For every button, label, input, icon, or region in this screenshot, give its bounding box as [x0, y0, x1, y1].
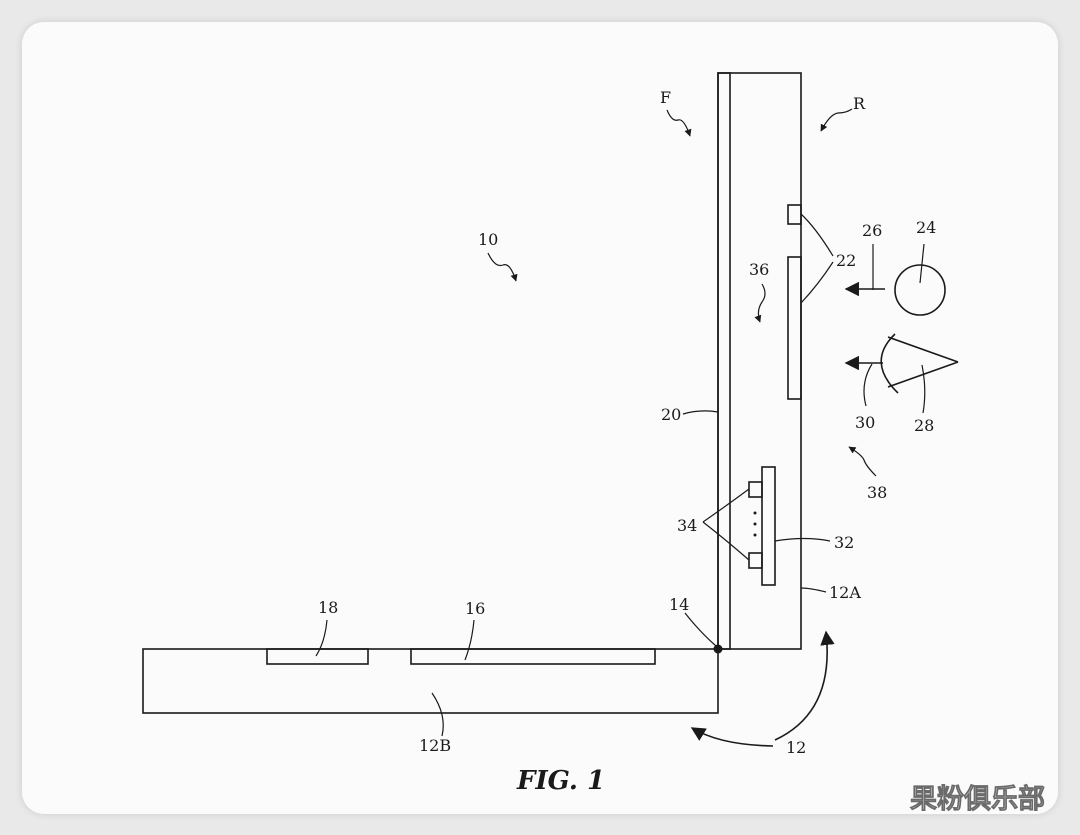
component-18	[266, 648, 369, 665]
pointer-R	[820, 108, 853, 132]
leader-12A	[800, 587, 827, 593]
fold-arrow-left	[690, 727, 774, 747]
leader-32	[774, 537, 831, 542]
sensor-large	[787, 256, 802, 400]
label-26: 26	[862, 221, 882, 240]
leader-24	[919, 243, 925, 284]
leader-16	[464, 619, 475, 661]
pointer-F	[666, 109, 692, 137]
leader-22b	[800, 261, 834, 304]
label-18: 18	[318, 598, 338, 617]
leader-30	[863, 363, 873, 407]
label-10: 10	[478, 230, 498, 249]
label-32: 32	[834, 533, 854, 552]
dot	[753, 511, 757, 515]
leader-34b	[702, 521, 750, 561]
label-R: R	[853, 94, 866, 113]
label-12A: 12A	[829, 583, 861, 602]
label-38: 38	[867, 483, 887, 502]
figure-caption: FIG. 1	[516, 766, 605, 796]
lower-housing	[142, 648, 719, 714]
label-34: 34	[677, 516, 697, 535]
eye-icon	[887, 336, 959, 388]
dot	[753, 522, 757, 526]
component-34-top	[748, 481, 763, 498]
leader-34a	[702, 488, 750, 523]
leader-28	[921, 364, 926, 414]
label-24: 24	[916, 218, 936, 237]
object-circle	[894, 264, 946, 316]
label-12B: 12B	[419, 736, 451, 755]
leader-20	[682, 410, 719, 415]
hinge-dot	[713, 644, 723, 654]
sensor-small	[787, 204, 802, 225]
label-28: 28	[914, 416, 934, 435]
dot	[753, 533, 757, 537]
leader-18	[315, 619, 328, 657]
label-22: 22	[836, 251, 856, 270]
label-16: 16	[465, 599, 485, 618]
component-16	[410, 648, 656, 665]
label-30: 30	[855, 413, 875, 432]
label-36: 36	[749, 260, 769, 279]
leader-14	[684, 612, 717, 647]
label-20: 20	[661, 405, 681, 424]
label-14: 14	[669, 595, 689, 614]
display-layer	[717, 72, 731, 650]
fold-arrow-right	[774, 630, 835, 741]
leader-12B	[431, 692, 444, 737]
watermark: 果粉俱乐部	[910, 783, 1045, 815]
pointer-38	[848, 446, 877, 477]
component-34-bottom	[748, 552, 763, 569]
figure-card	[22, 22, 1058, 814]
pointer-36	[754, 283, 766, 323]
leader-22a	[800, 213, 834, 257]
component-32	[761, 466, 776, 586]
label-12: 12	[786, 738, 806, 757]
label-F: F	[660, 88, 671, 107]
pointer-10	[487, 252, 518, 282]
